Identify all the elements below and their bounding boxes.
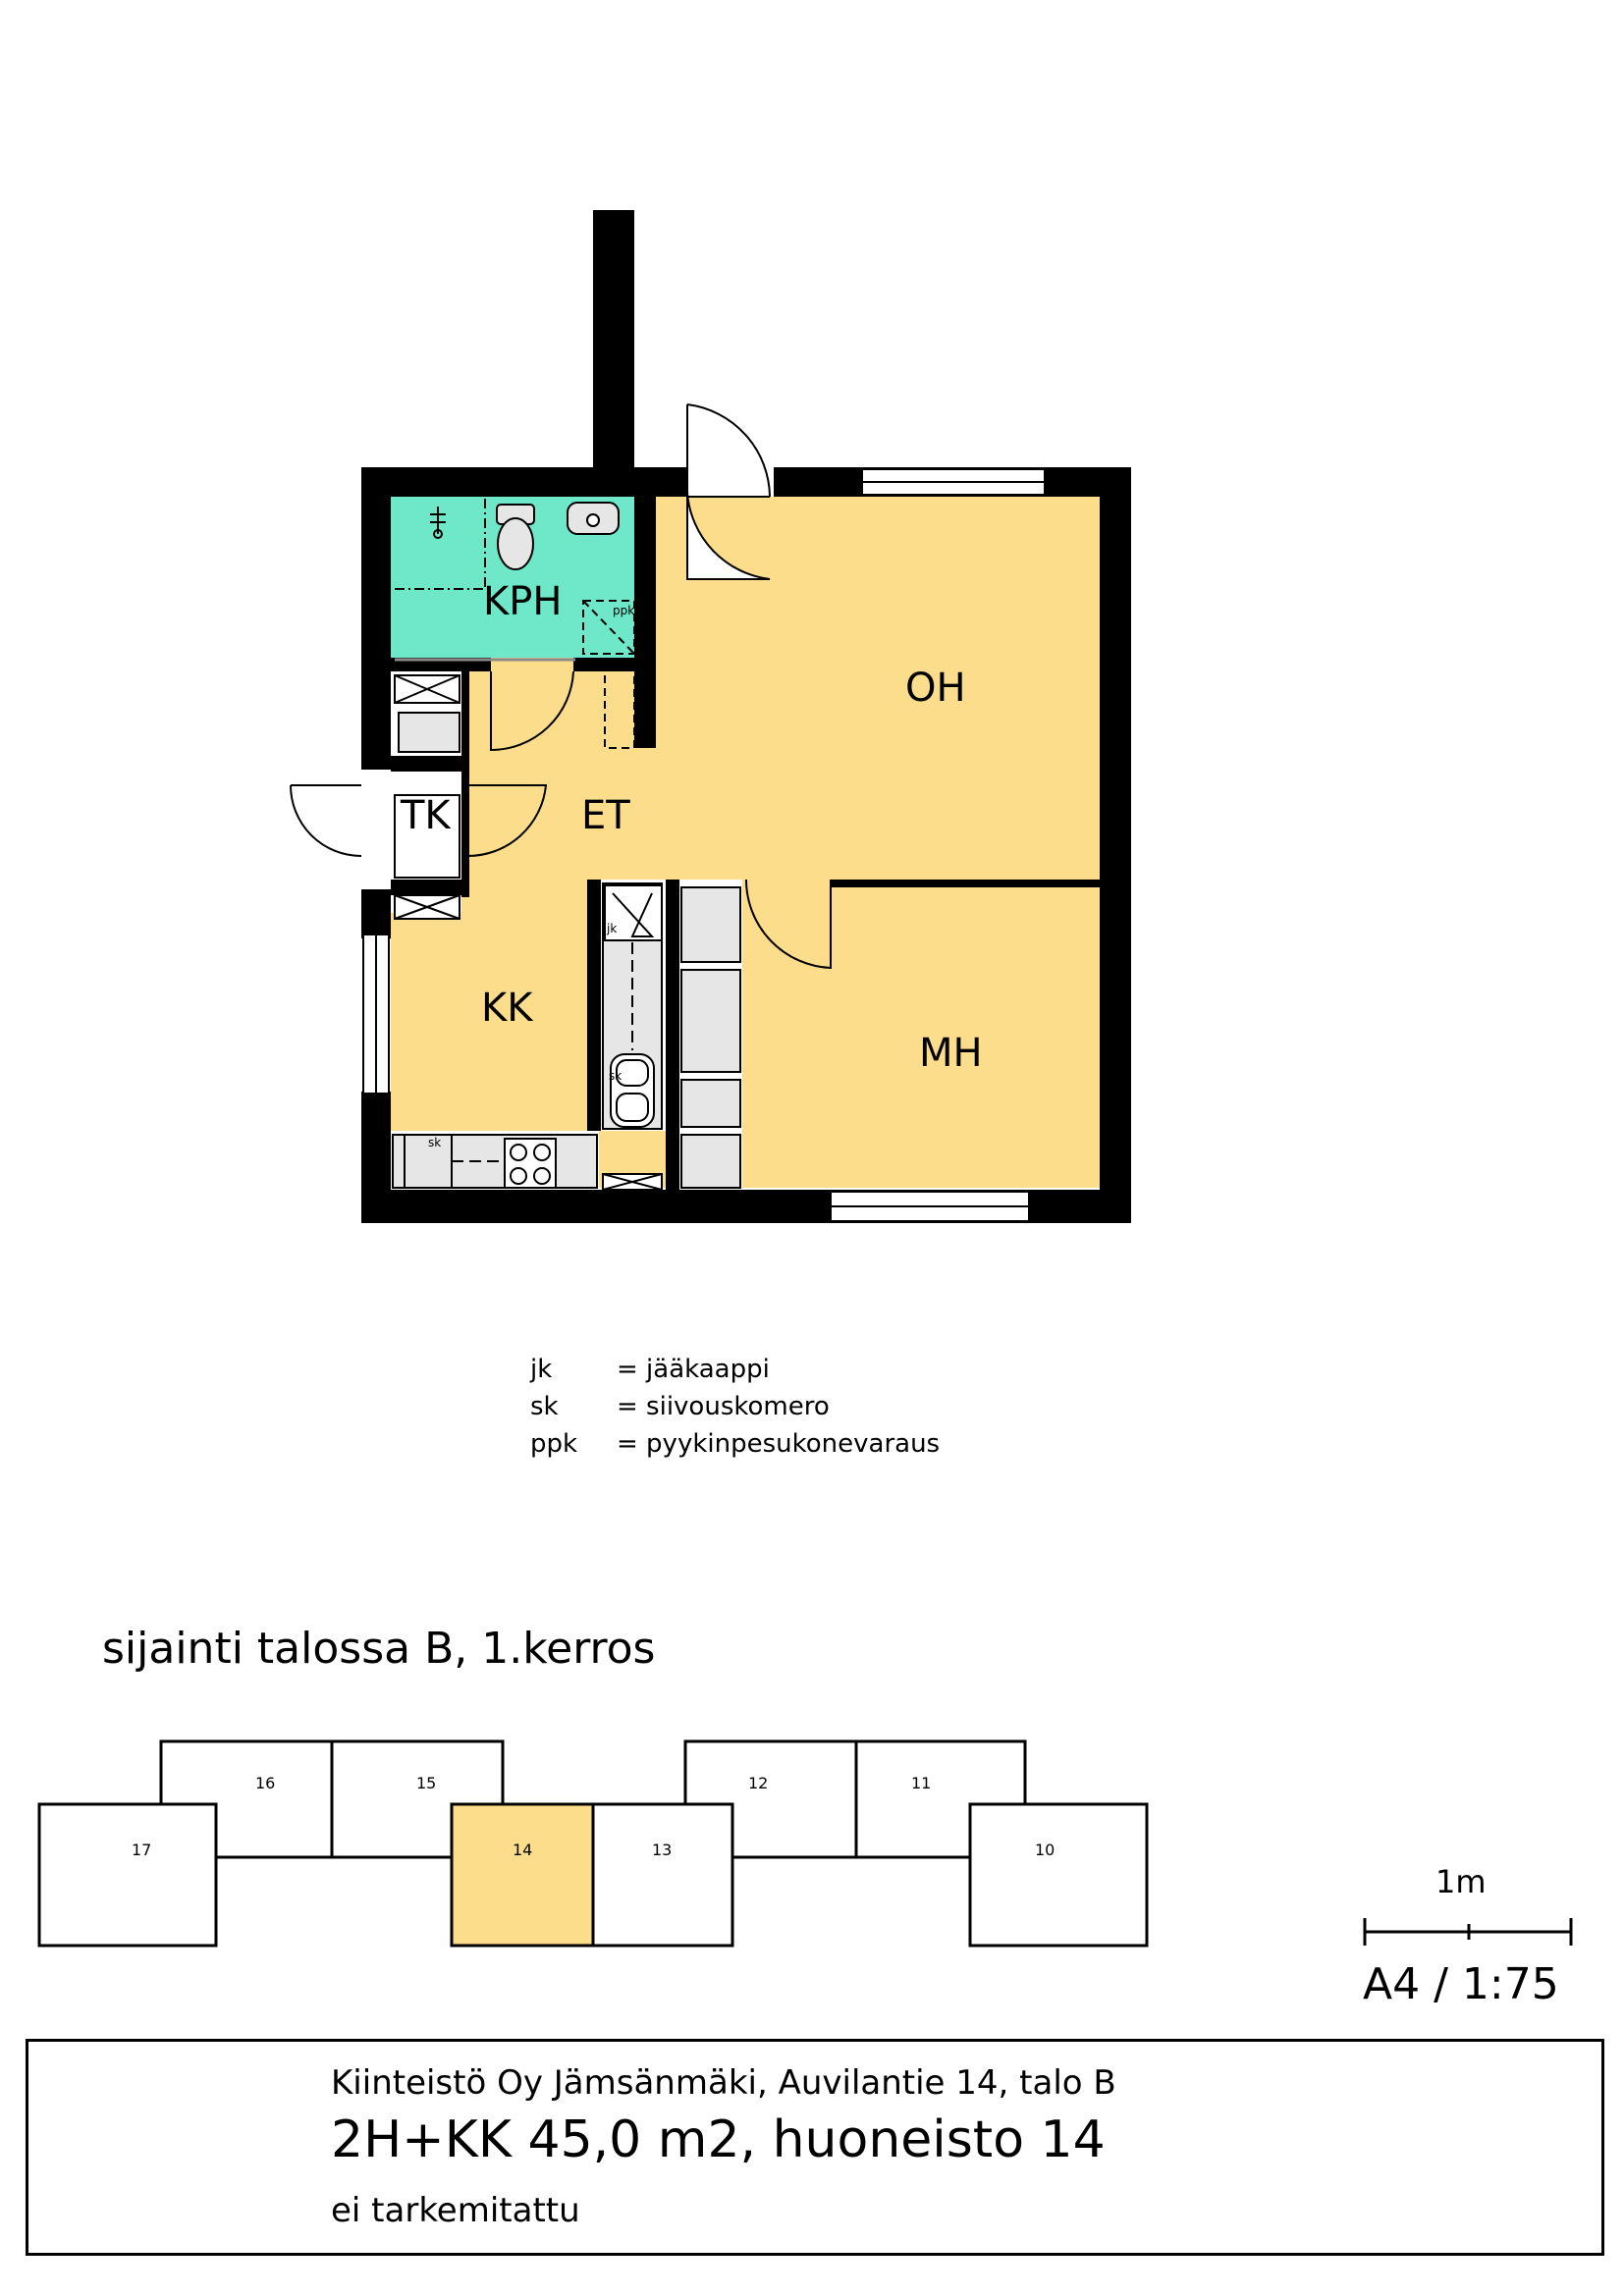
room-label-kk: KK (481, 986, 534, 1031)
unit-label-14: 14 (513, 1841, 532, 1859)
room-label-oh: OH (905, 666, 966, 711)
room-label-kph: KPH (483, 579, 562, 624)
unit-label-10: 10 (1035, 1841, 1055, 1859)
legend-abbr: jk (530, 1355, 553, 1384)
fixture-label-ppk: ppk (613, 604, 634, 617)
paper-scale: A4 / 1:75 (1363, 1959, 1559, 2009)
unit-14 (450, 1802, 595, 1948)
legend: jk = jääkaappi sk = siivouskomero ppk = … (530, 1351, 940, 1463)
room-label-et: ET (581, 793, 630, 838)
unit-label-16: 16 (255, 1774, 275, 1792)
unit-label-15: 15 (416, 1774, 436, 1792)
tk-door-right (466, 784, 548, 858)
legend-row-jk: jk = jääkaappi (530, 1351, 940, 1388)
unit-17 (37, 1802, 218, 1948)
windows (362, 468, 1046, 1222)
property-address: Kiinteistö Oy Jämsänmäki, Auvilantie 14,… (331, 2063, 1116, 2103)
fixture-label-sk-counter: sk (609, 1069, 622, 1083)
measurement-note: ei tarkemitattu (331, 2191, 580, 2230)
legend-row-ppk: ppk = pyykinpesukonevaraus (530, 1425, 940, 1463)
legend-row-sk: sk = siivouskomero (530, 1388, 940, 1425)
unit-label-13: 13 (652, 1841, 672, 1859)
kph-door (490, 670, 574, 752)
fixture-label-jk: jk (606, 922, 617, 935)
location-title: sijainti talossa B, 1.kerros (102, 1624, 656, 1674)
scale-bar (1363, 1918, 1573, 1946)
tk-door-left (290, 784, 362, 857)
scale-bar-label: 1m (1435, 1863, 1487, 1900)
unit-10 (968, 1802, 1149, 1948)
entrance-door (686, 403, 771, 498)
room-label-tk: TK (400, 793, 452, 838)
unit-label-17: 17 (132, 1841, 151, 1859)
fixture-label-sk-kitchen: sk (428, 1136, 441, 1149)
legend-abbr: ppk (530, 1429, 578, 1459)
closets (394, 674, 460, 920)
legend-desc: = siivouskomero (617, 1392, 830, 1421)
ppk-box (582, 600, 635, 655)
unit-label-12: 12 (748, 1774, 768, 1792)
location-key-plan (37, 1739, 1149, 1948)
legend-desc: = pyykinpesukonevaraus (617, 1429, 941, 1459)
room-label-mh: MH (919, 1031, 983, 1076)
kitchen (392, 882, 663, 1191)
title-block: Kiinteistö Oy Jämsänmäki, Auvilantie 14,… (26, 2039, 1604, 2256)
wardrobes (680, 886, 741, 1189)
unit-label-11: 11 (911, 1774, 931, 1792)
legend-abbr: sk (530, 1392, 559, 1421)
legend-desc: = jääkaappi (617, 1355, 770, 1384)
apartment-title: 2H+KK 45,0 m2, huoneisto 14 (331, 2110, 1106, 2169)
bathroom-fixtures (395, 499, 635, 749)
unit-13 (591, 1802, 734, 1948)
mh-door (744, 879, 832, 970)
doors (290, 403, 832, 970)
